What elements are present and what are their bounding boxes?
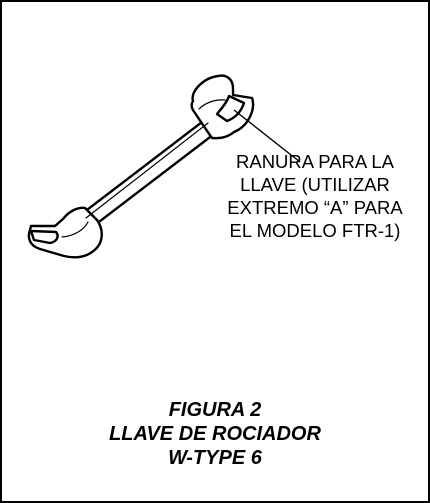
callout-line: RANURA PARA LA [236, 151, 394, 172]
figure-caption: FIGURA 2 LLAVE DE ROCIADOR W-TYPE 6 [0, 398, 430, 470]
open-end-wrench-icon [27, 74, 255, 259]
wrench-slot-callout: RANURA PARA LA LLAVE (UTILIZAR EXTREMO “… [215, 150, 415, 242]
callout-line: EXTREMO “A” PARA [227, 197, 403, 218]
callout-line: LLAVE (UTILIZAR [240, 174, 390, 195]
callout-line: EL MODELO FTR-1) [229, 220, 401, 241]
figure-number: FIGURA 2 [168, 399, 262, 421]
callout-leader-line [233, 109, 301, 163]
figure-title: LLAVE DE ROCIADOR [109, 423, 321, 445]
figure-subtitle: W-TYPE 6 [168, 447, 262, 469]
